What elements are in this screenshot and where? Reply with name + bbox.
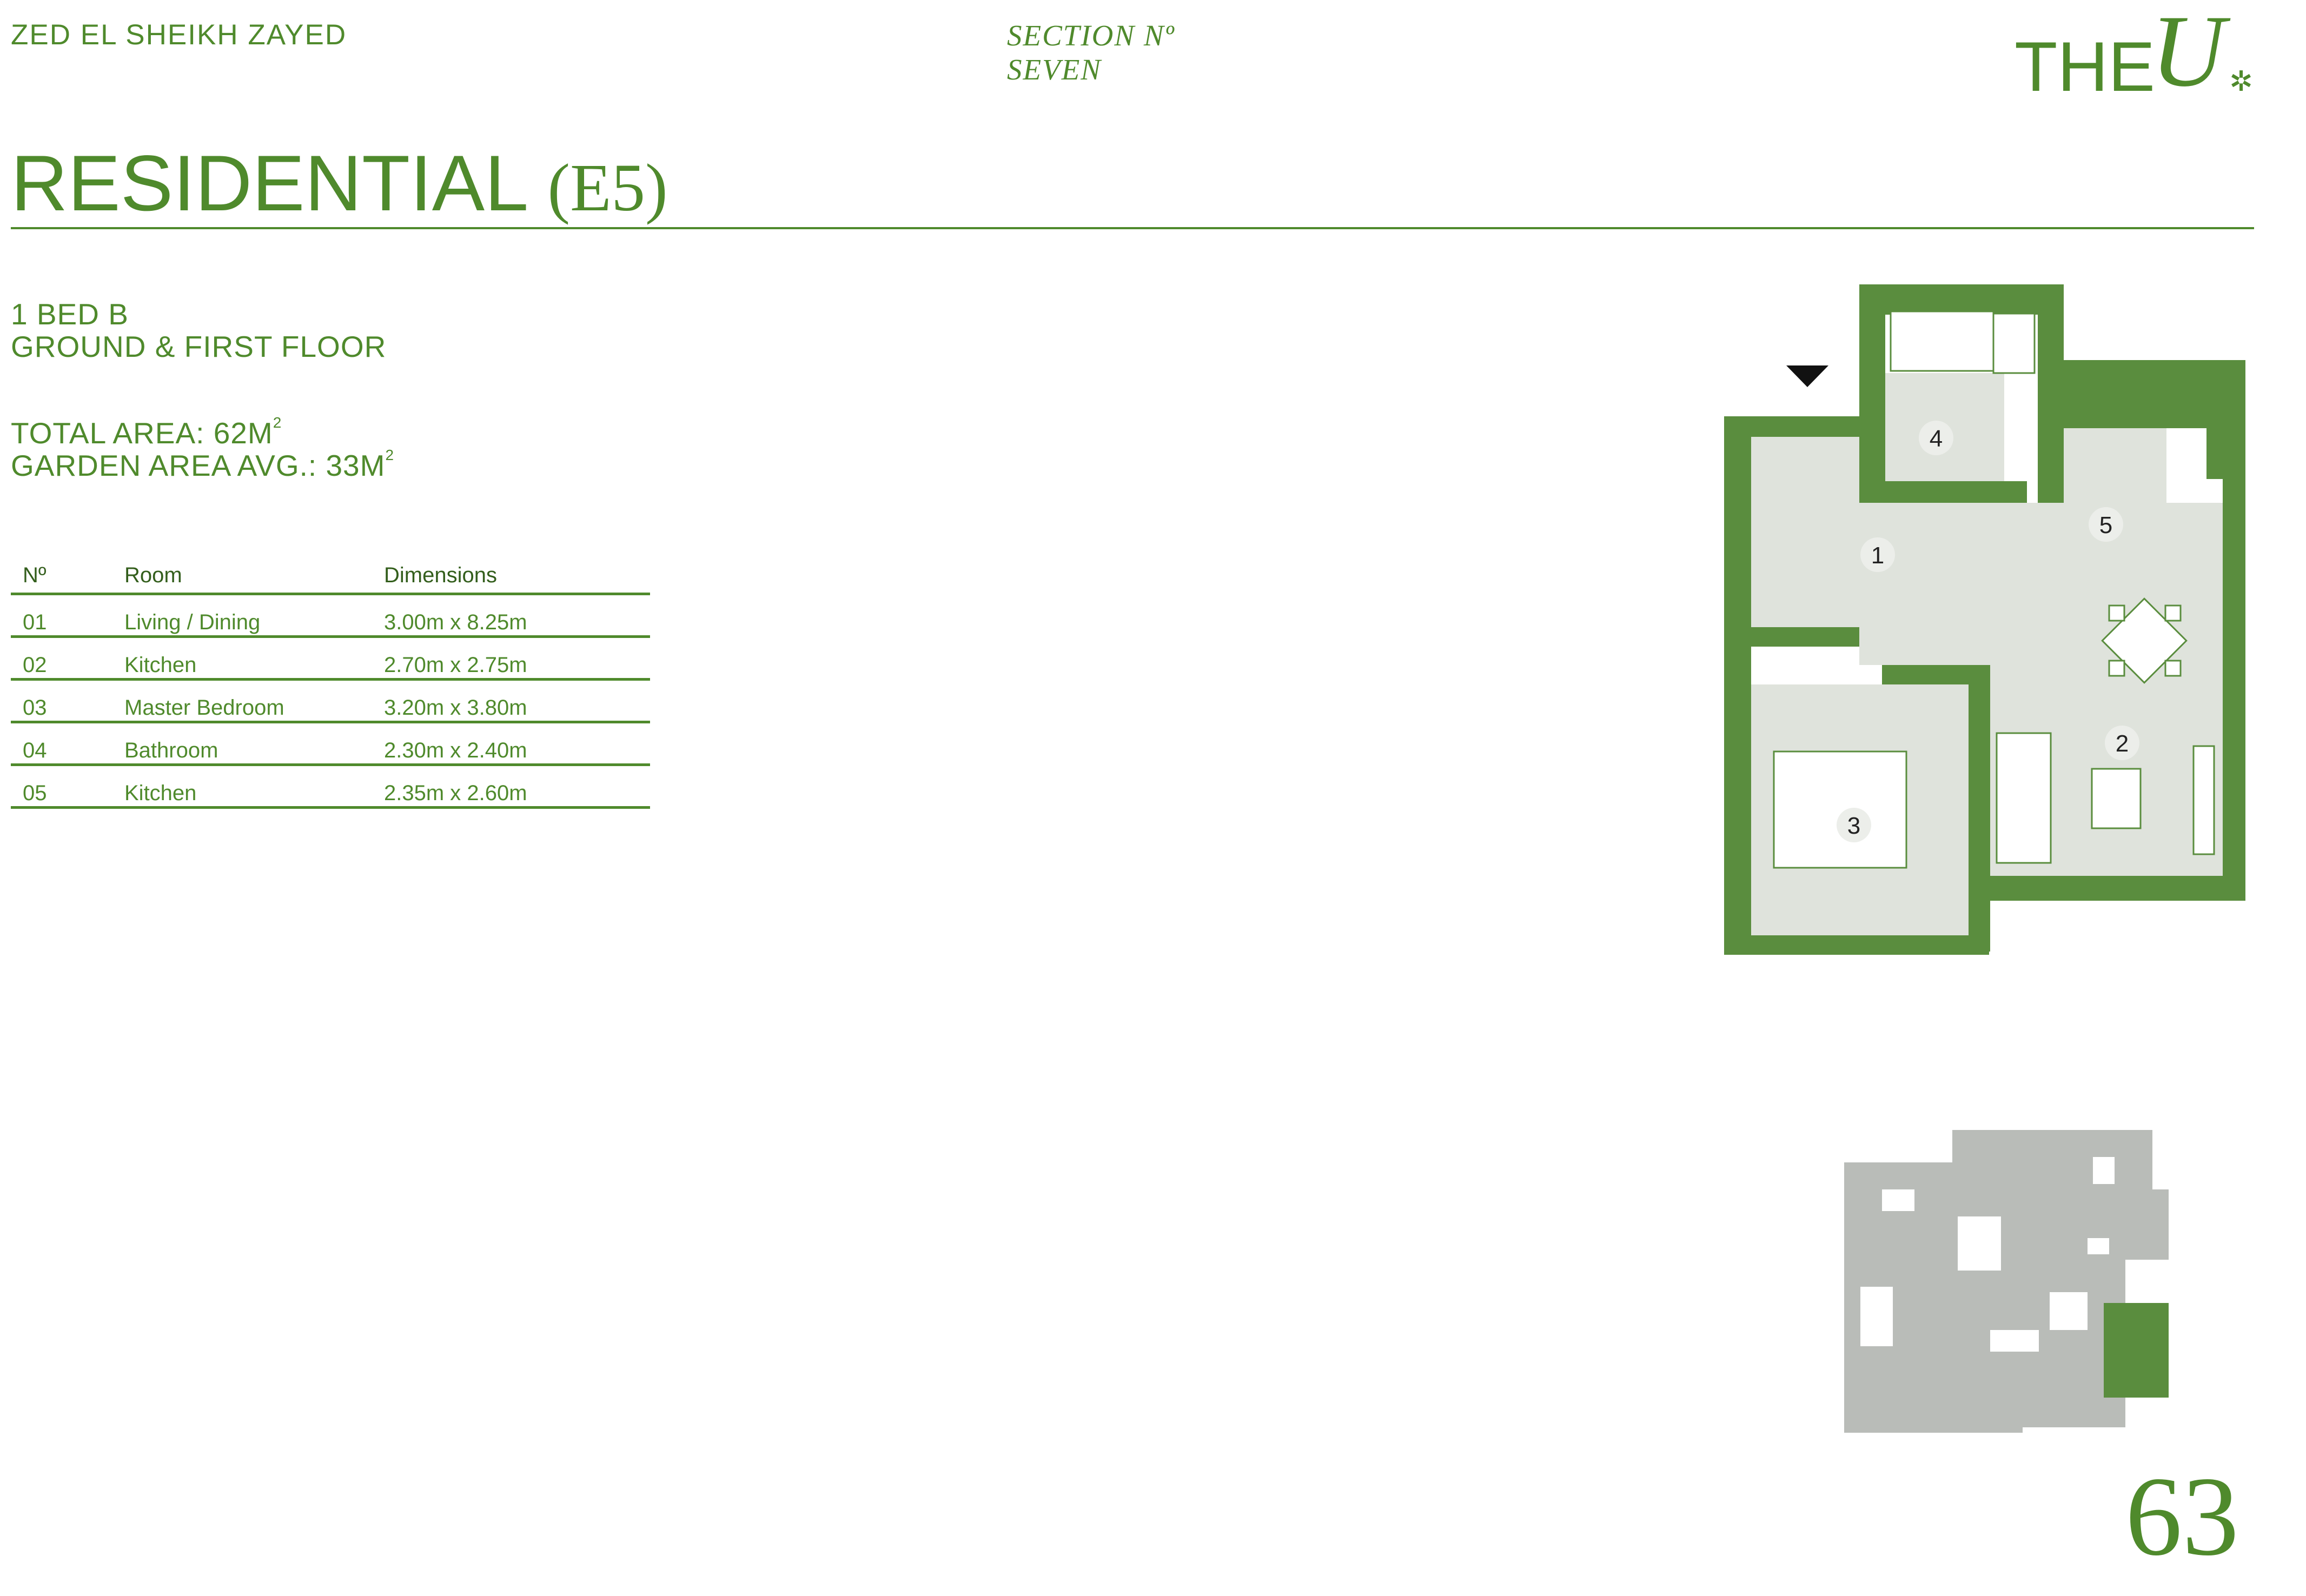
table-row: 04 Bathroom 2.30m x 2.40m: [11, 723, 650, 766]
total-area-text: TOTAL AREA: 62M: [11, 416, 273, 450]
unit-type: 1 BED B: [11, 297, 129, 331]
header-dimensions: Dimensions: [384, 563, 497, 587]
section-label: SECTION Nº SEVEN: [1007, 19, 1175, 86]
table-row: 05 Kitchen 2.35m x 2.60m: [11, 766, 650, 809]
room-name: Kitchen: [124, 653, 197, 677]
page-title: RESIDENTIAL (E5): [11, 144, 668, 223]
title-divider: [11, 227, 2254, 229]
room-label-3: 3: [1847, 813, 1860, 839]
plan-walls: [1724, 284, 2245, 955]
rooms-table: Nº Room Dimensions 01 Living / Dining 3.…: [11, 553, 650, 809]
page-number: 63: [2125, 1454, 2239, 1579]
project-name: ZED EL SHEIKH ZAYED: [11, 19, 347, 51]
entrance-arrow-icon: [1786, 365, 1828, 387]
room-label-2: 2: [2116, 730, 2129, 757]
room-dimensions: 3.00m x 8.25m: [384, 610, 527, 634]
key-plan-highlight: [2104, 1303, 2169, 1398]
room-number: 05: [23, 781, 47, 805]
brand-mark: U: [2151, 0, 2225, 108]
room-name: Kitchen: [124, 781, 197, 805]
leaf-cluster-icon: ✲: [2229, 66, 2253, 97]
table-row: 01 Living / Dining 3.00m x 8.25m: [11, 595, 650, 638]
room-name: Bathroom: [124, 739, 218, 762]
area-unit-sup: 2: [273, 414, 282, 431]
table-row: 03 Master Bedroom 3.20m x 3.80m: [11, 681, 650, 723]
dining-table: [2101, 597, 2188, 684]
brand-prefix: THE: [2015, 27, 2155, 106]
table-header-row: Nº Room Dimensions: [11, 553, 650, 595]
room-label-4: 4: [1930, 425, 1943, 452]
header-number: Nº: [23, 563, 47, 587]
room-name: Living / Dining: [124, 610, 261, 634]
room-dimensions: 2.35m x 2.60m: [384, 781, 527, 805]
key-plan: [1844, 1130, 2169, 1433]
brand-logo: THEU✲: [2015, 0, 2253, 108]
room-name: Master Bedroom: [124, 696, 284, 720]
room-markers: [1837, 421, 2139, 842]
room-number: 04: [23, 739, 47, 762]
room-number: 01: [23, 610, 47, 634]
room-dimensions: 2.30m x 2.40m: [384, 739, 527, 762]
area-unit-sup: 2: [385, 447, 395, 463]
header-room: Room: [124, 563, 182, 587]
plan-fixtures: [1773, 310, 2215, 869]
key-plan-voids: [1860, 1157, 2115, 1352]
room-dimensions: 3.20m x 3.80m: [384, 696, 527, 720]
garden-area: GARDEN AREA AVG.: 33M2: [11, 448, 394, 482]
floor-plan: 1 2 3 4 5: [1724, 284, 2245, 955]
garden-area-text: GARDEN AREA AVG.: 33M: [11, 449, 386, 482]
room-label-5: 5: [2099, 512, 2112, 538]
key-plan-blocks: [1844, 1130, 2169, 1433]
page-title-text: RESIDENTIAL: [11, 139, 526, 227]
room-dimensions: 2.70m x 2.75m: [384, 653, 527, 677]
room-number: 03: [23, 696, 47, 720]
total-area: TOTAL AREA: 62M2: [11, 415, 282, 450]
room-number: 02: [23, 653, 47, 677]
table-row: 02 Kitchen 2.70m x 2.75m: [11, 638, 650, 681]
page-title-code: (E5): [547, 151, 668, 225]
unit-floors: GROUND & FIRST FLOOR: [11, 330, 387, 363]
room-label-1: 1: [1871, 542, 1884, 569]
